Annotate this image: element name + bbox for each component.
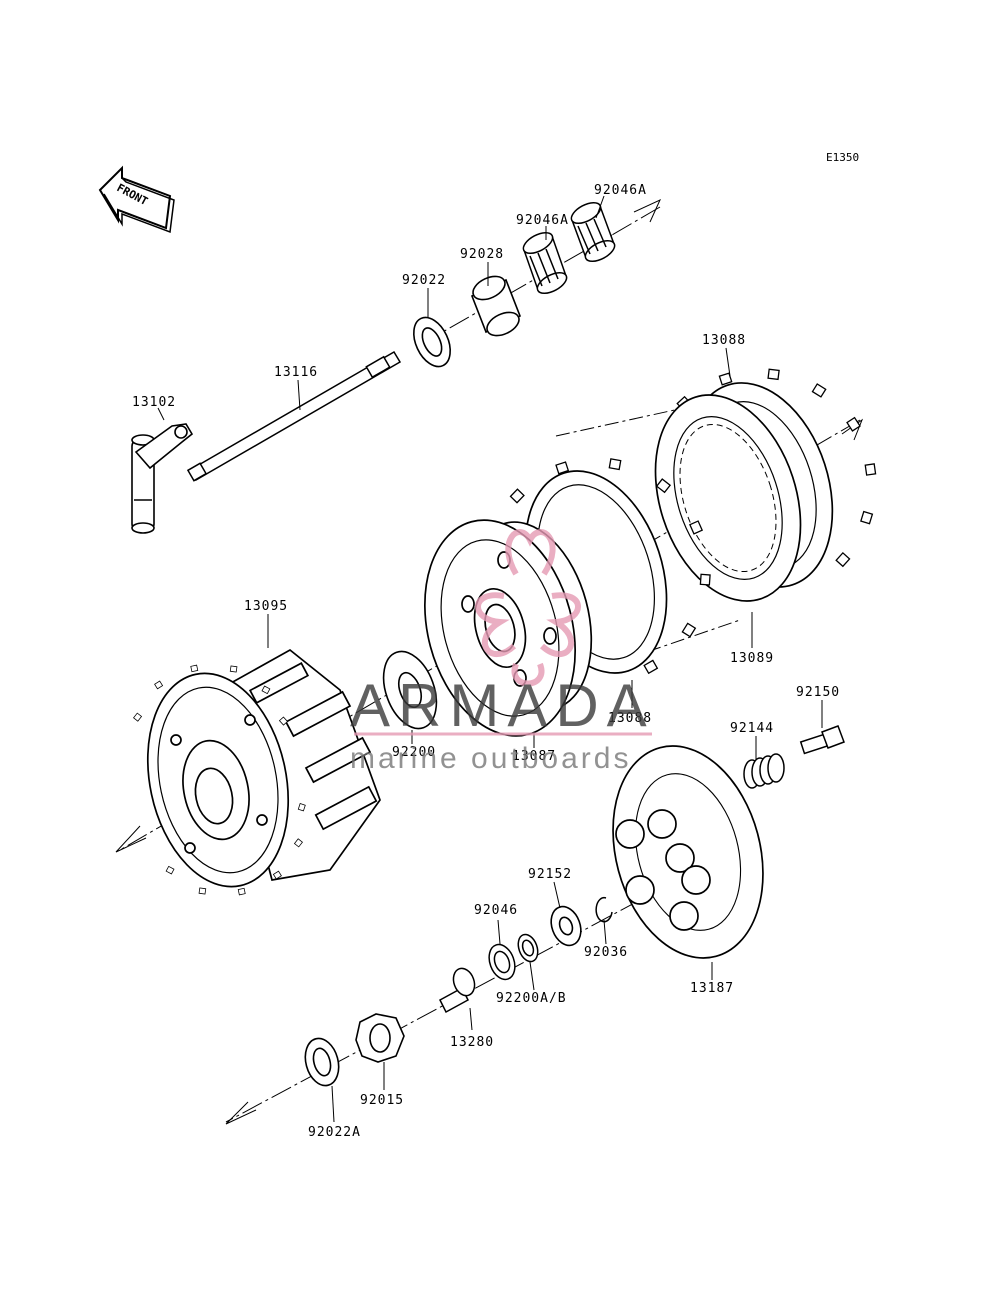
clutch-housing-13095 [133,648,381,896]
watermark-tagline: marine outboards [350,742,631,775]
label-13280: 13280 [450,1035,494,1050]
label-92200AB: 92200A/B [496,991,567,1006]
part-labels: 92046A 92046A 92028 92022 13088 13116 13… [132,183,840,1140]
label-92200: 92200 [392,745,436,760]
armada-watermark: ARMADA marine outboards [350,529,655,775]
label-13088-bottom: 13088 [608,711,652,726]
watermark-flower-logo [475,529,581,687]
label-92046A-top: 92046A [594,183,647,198]
diagram-code: E1350 [826,151,859,164]
label-92046A-mid: 92046A [516,213,569,228]
label-92028: 92028 [460,247,504,262]
label-92046: 92046 [474,903,518,918]
label-13088-top: 13088 [702,333,746,348]
label-92015: 92015 [360,1093,404,1108]
watermark-brand: ARMADA [350,672,655,739]
bearing-92046 [488,943,516,981]
label-13102: 13102 [132,395,176,410]
needle-bearing-92046A-mid [522,231,568,295]
needle-bearing-92046A-top [570,201,616,263]
collar-92152 [550,905,582,947]
nut-92015 [355,1013,405,1063]
washer-92200AB [517,933,539,963]
clutch-release-lever-13102 [131,423,194,534]
label-92022A: 92022A [308,1125,361,1140]
label-13187: 13187 [690,981,734,996]
steel-plate-13089 [654,394,802,602]
label-13087: 13087 [512,749,556,764]
washer-92022 [413,316,451,368]
circlip-92036 [595,896,613,923]
front-direction-arrow: FRONT [98,165,175,234]
pressure-plate-13187 [612,745,764,959]
push-rod-13116 [186,350,402,482]
label-92152: 92152 [528,867,572,882]
label-92022: 92022 [402,273,446,288]
spring-92144 [743,753,785,789]
sleeve-92028 [470,275,522,337]
label-13095: 13095 [244,599,288,614]
label-92036: 92036 [584,945,628,960]
lockwasher-92022A [304,1037,340,1087]
label-13089: 13089 [730,651,774,666]
washer-92200 [382,650,438,730]
label-13116: 13116 [274,365,318,380]
label-92150: 92150 [796,685,840,700]
push-rod-end-13280 [439,967,476,1014]
bolt-92150 [799,725,845,755]
label-92144: 92144 [730,721,774,736]
